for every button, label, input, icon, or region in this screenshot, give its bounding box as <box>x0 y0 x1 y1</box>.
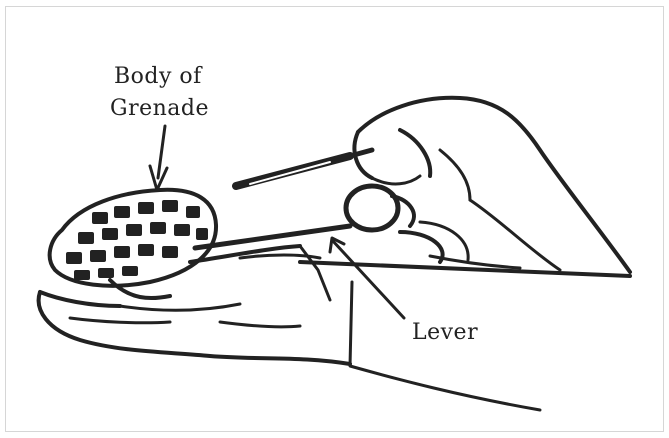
label-lever: Lever <box>412 320 478 346</box>
body-pointer-arrow <box>150 126 167 190</box>
safety-pin <box>236 150 372 186</box>
grenade-body <box>50 190 216 286</box>
label-body-of-grenade-line1: Body of <box>114 64 202 90</box>
right-hand <box>354 98 630 272</box>
pull-ring <box>346 186 398 230</box>
label-body-of-grenade-line2: Grenade <box>110 96 209 122</box>
